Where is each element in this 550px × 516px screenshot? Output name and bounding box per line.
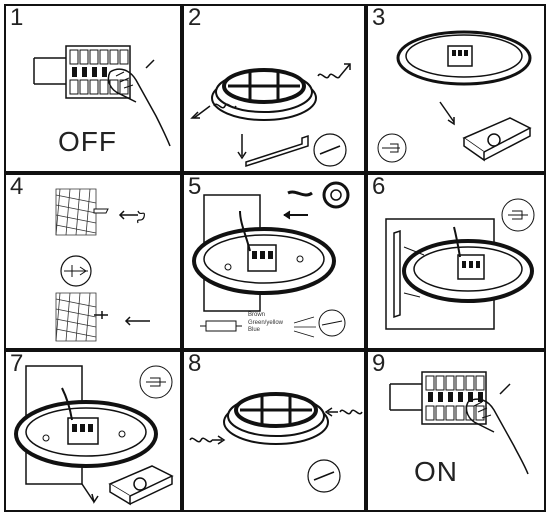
panel-7: 7 <box>4 350 182 512</box>
panel-2: 2 <box>182 4 366 173</box>
cable-connection-illustration <box>192 181 350 338</box>
refit-gear-tray-illustration <box>14 365 174 506</box>
panel-6: 6 <box>366 173 546 350</box>
step-number: 8 <box>188 350 202 377</box>
panel-9: 9 ON <box>366 350 546 512</box>
panel-4: 4 <box>4 173 182 350</box>
panel-8: 8 <box>182 350 366 512</box>
remove-cover-and-bracket-illustration <box>190 63 351 168</box>
panel-3: 3 <box>366 4 546 173</box>
wall-mounting-screws-illustration <box>55 188 150 342</box>
breaker-switch-on-illustration <box>389 371 529 475</box>
step-caption: ON <box>414 456 458 487</box>
wire-color-legend: Brown Green/yellow Blue <box>248 312 283 335</box>
step-number: 5 <box>188 173 202 200</box>
step-caption: OFF <box>58 126 117 157</box>
wire-label-brown: Brown <box>248 312 266 318</box>
panel-1: 1 OFF <box>4 4 182 173</box>
refit-cover-illustration <box>189 392 363 493</box>
panel-5: 5 Brown Green/yellow Blue <box>182 173 366 350</box>
remove-gear-tray-illustration <box>377 30 532 163</box>
step-number: 7 <box>10 350 24 377</box>
step-number: 9 <box>372 350 386 377</box>
wire-label-blue: Blue <box>248 327 261 333</box>
breaker-switch-off-illustration <box>33 45 171 147</box>
step-number: 6 <box>372 173 386 200</box>
wire-label-green-yellow: Green/yellow <box>248 319 284 326</box>
step-number: 2 <box>188 4 202 31</box>
refit-bracket-illustration <box>385 198 535 330</box>
step-number: 3 <box>372 4 386 31</box>
step-number: 4 <box>10 173 24 200</box>
step-number: 1 <box>10 4 24 31</box>
